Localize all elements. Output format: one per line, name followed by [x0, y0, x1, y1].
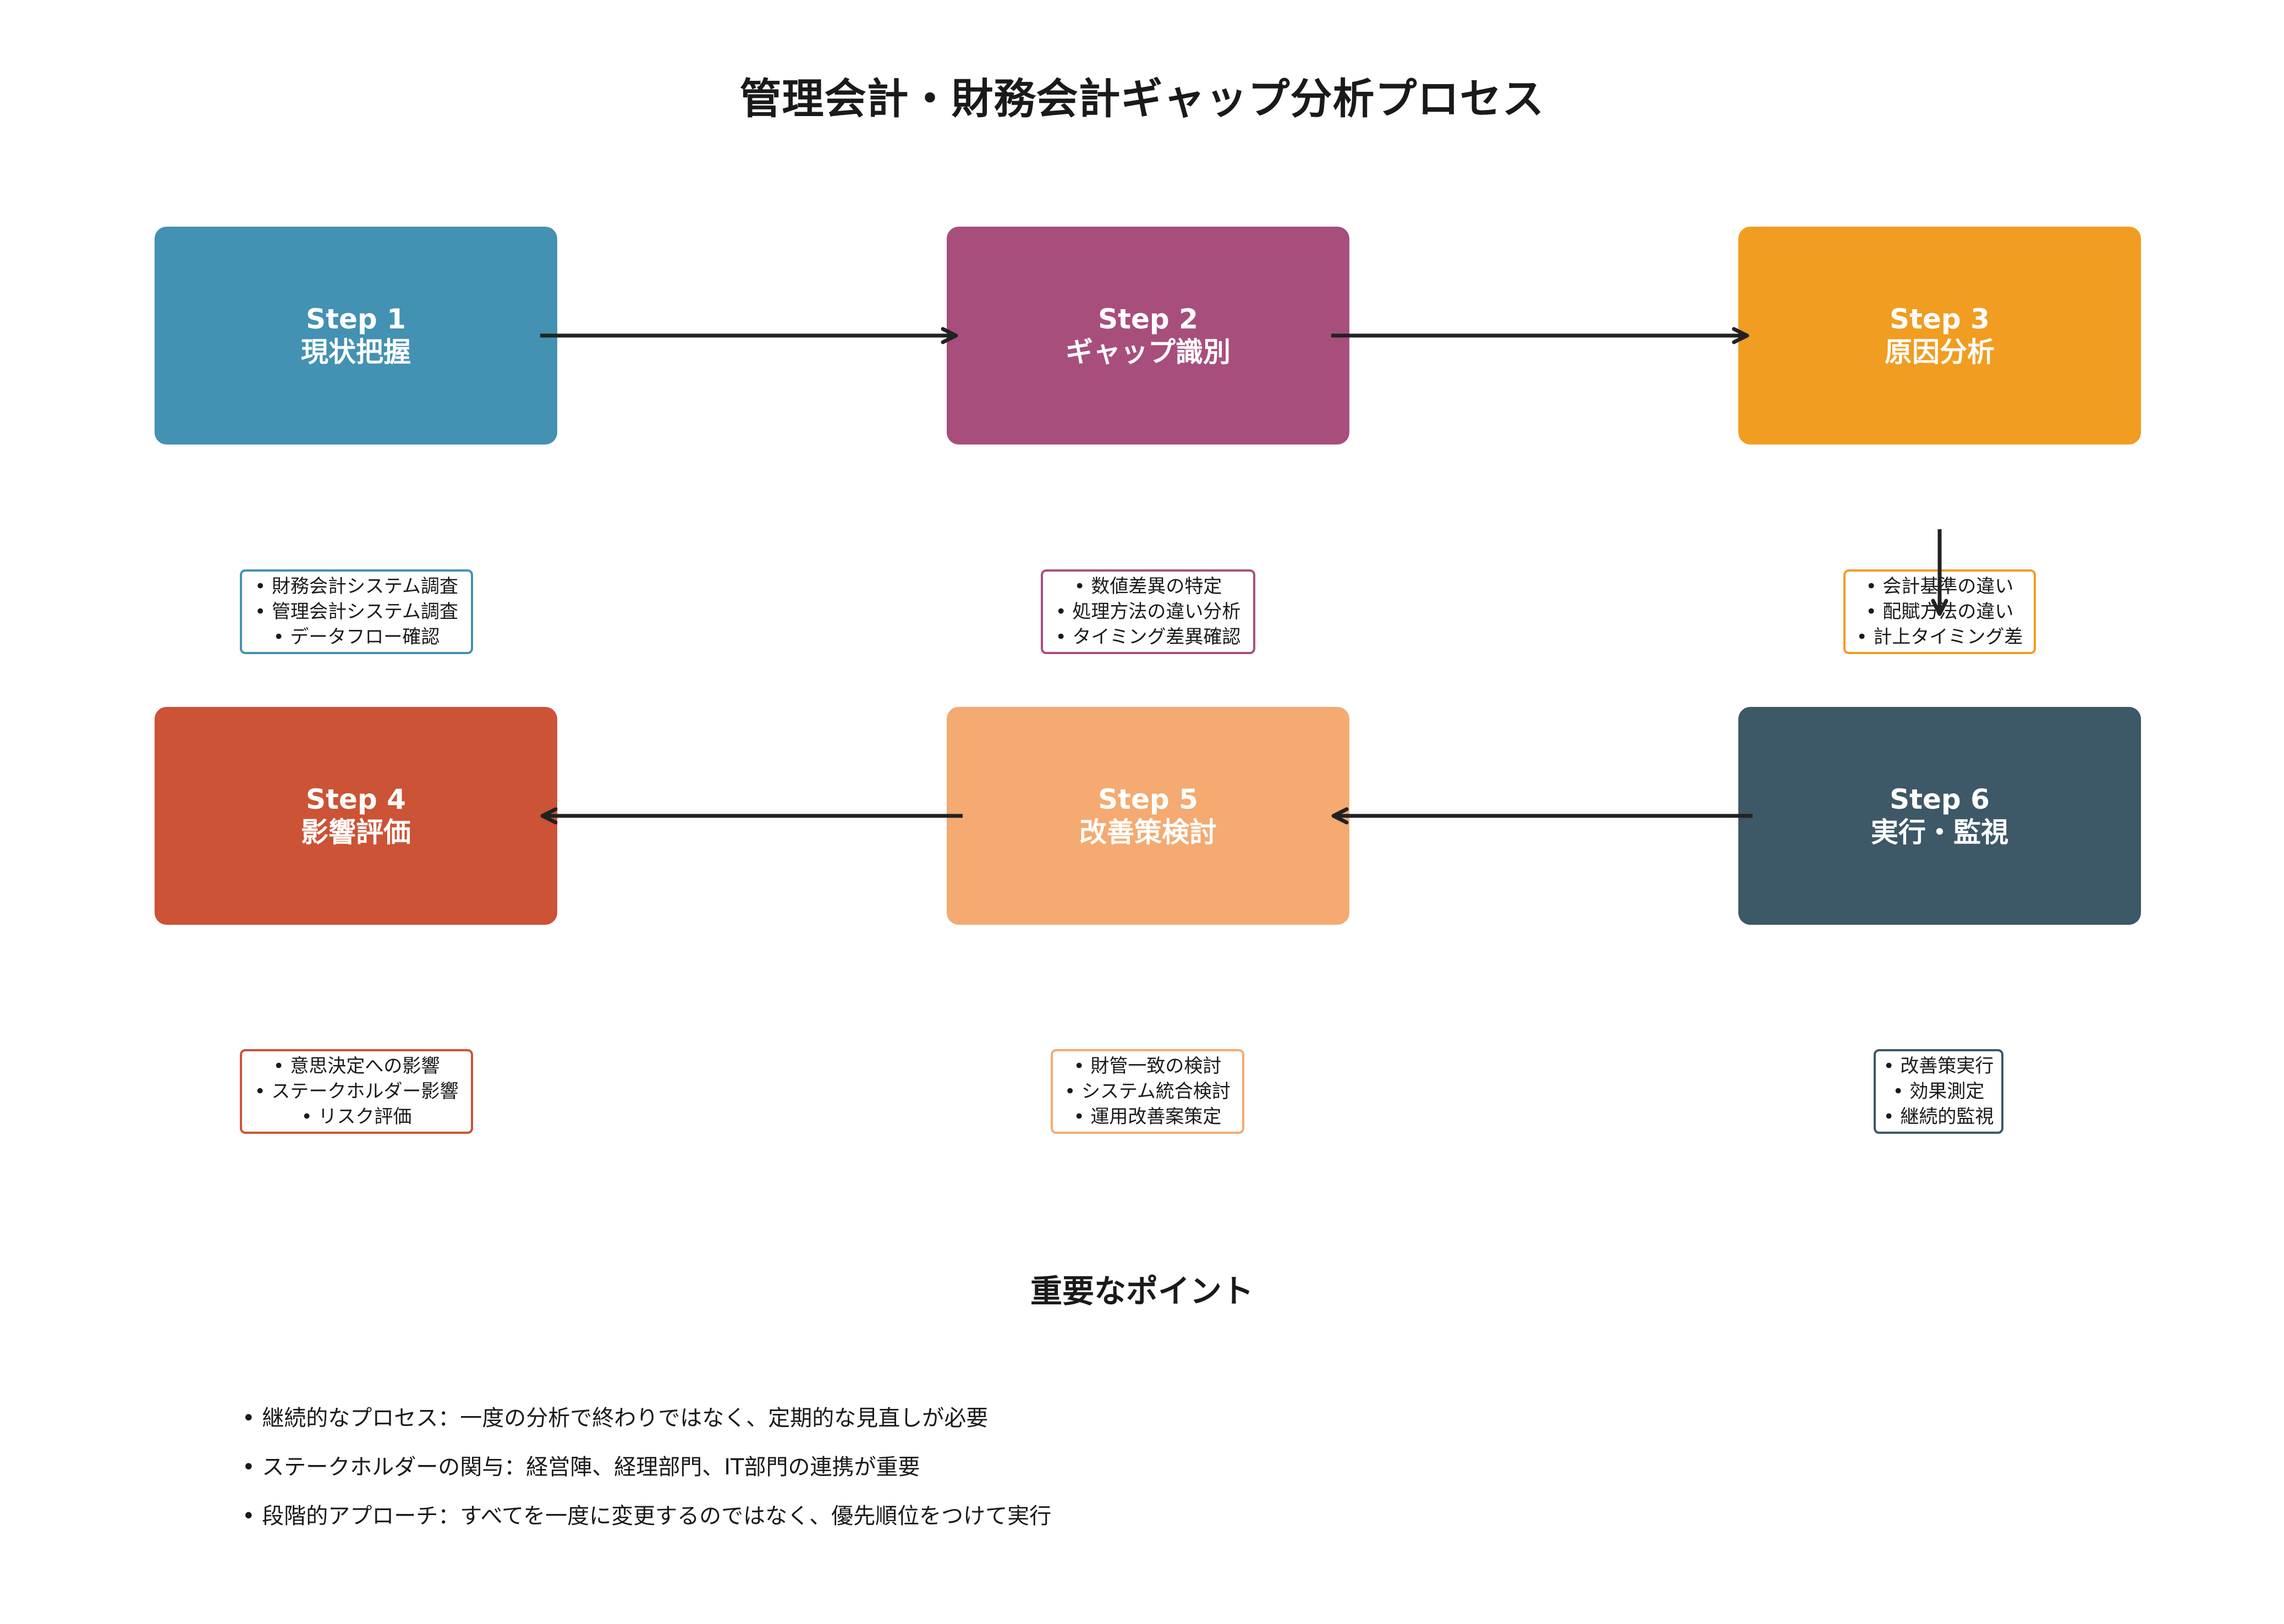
step-name: 実行・監視	[1871, 816, 2008, 848]
step-label: Step 2	[1098, 303, 1198, 335]
point-item: • ステークホルダーの関与：経営陣、経理部門、IT部門の連携が重要	[242, 1455, 920, 1480]
step-label: Step 6	[1890, 783, 1990, 815]
detail-item: • タイミング差異確認	[1055, 626, 1241, 648]
step-name: ギャップ識別	[1066, 336, 1231, 368]
step-name: 影響評価	[301, 816, 411, 848]
point-item: • 段階的アプローチ：すべてを一度に変更するのではなく、優先順位をつけて実行	[242, 1504, 1052, 1529]
detail-item: • 意思決定への影響	[273, 1055, 440, 1077]
detail-item: • ステークホルダー影響	[254, 1080, 459, 1102]
step-4-box: Step 4 影響評価	[155, 707, 557, 925]
step-2-details: • 数値差異の特定 • 処理方法の違い分析 • タイミング差異確認	[1041, 569, 1255, 654]
detail-item: • 配賦方法の違い	[1865, 601, 2014, 623]
detail-item: • システム統合検討	[1064, 1080, 1231, 1102]
step-3-details: • 会計基準の違い • 配賦方法の違い • 計上タイミング差	[1843, 569, 2036, 654]
diagram-title: 管理会計・財務会計ギャップ分析プロセス	[739, 74, 1545, 123]
step-label: Step 3	[1890, 303, 1990, 335]
points-title: 重要なポイント	[1030, 1272, 1254, 1310]
detail-item: • 会計基準の違い	[1865, 575, 2014, 597]
step-4-details: • 意思決定への影響 • ステークホルダー影響 • リスク評価	[240, 1049, 473, 1134]
detail-item: • リスク評価	[301, 1106, 412, 1128]
step-label: Step 5	[1098, 783, 1198, 815]
step-label: Step 1	[306, 303, 406, 335]
detail-item: • 財管一致の検討	[1073, 1055, 1222, 1077]
detail-item: • 効果測定	[1892, 1080, 1985, 1102]
step-2-box: Step 2 ギャップ識別	[947, 227, 1349, 445]
point-item: • 継続的なプロセス：一度の分析で終わりではなく、定期的な見直しが必要	[242, 1406, 989, 1431]
detail-item: • 計上タイミング差	[1856, 626, 2023, 648]
detail-item: • 運用改善案策定	[1073, 1106, 1222, 1128]
step-5-details: • 財管一致の検討 • システム統合検討 • 運用改善案策定	[1051, 1049, 1244, 1134]
detail-item: • 管理会計システム調査	[255, 601, 458, 623]
step-6-box: Step 6 実行・監視	[1738, 707, 2141, 925]
step-3-box: Step 3 原因分析	[1738, 227, 2141, 445]
step-1-box: Step 1 現状把握	[155, 227, 557, 445]
step-5-box: Step 5 改善策検討	[947, 707, 1349, 925]
step-name: 現状把握	[301, 336, 411, 368]
detail-item: • 処理方法の違い分析	[1055, 601, 1241, 623]
detail-item: • 改善策実行	[1883, 1055, 1994, 1077]
step-6-details: • 改善策実行 • 効果測定 • 継続的監視	[1874, 1049, 2003, 1134]
detail-item: • データフロー確認	[273, 626, 440, 648]
detail-item: • 数値差異の特定	[1074, 575, 1222, 597]
detail-item: • 財務会計システム調査	[255, 575, 458, 597]
step-name: 改善策検討	[1079, 816, 1217, 848]
step-1-details: • 財務会計システム調査 • 管理会計システム調査 • データフロー確認	[240, 569, 473, 654]
step-label: Step 4	[306, 783, 406, 815]
detail-item: • 継続的監視	[1883, 1106, 1994, 1128]
step-name: 原因分析	[1885, 336, 1995, 368]
